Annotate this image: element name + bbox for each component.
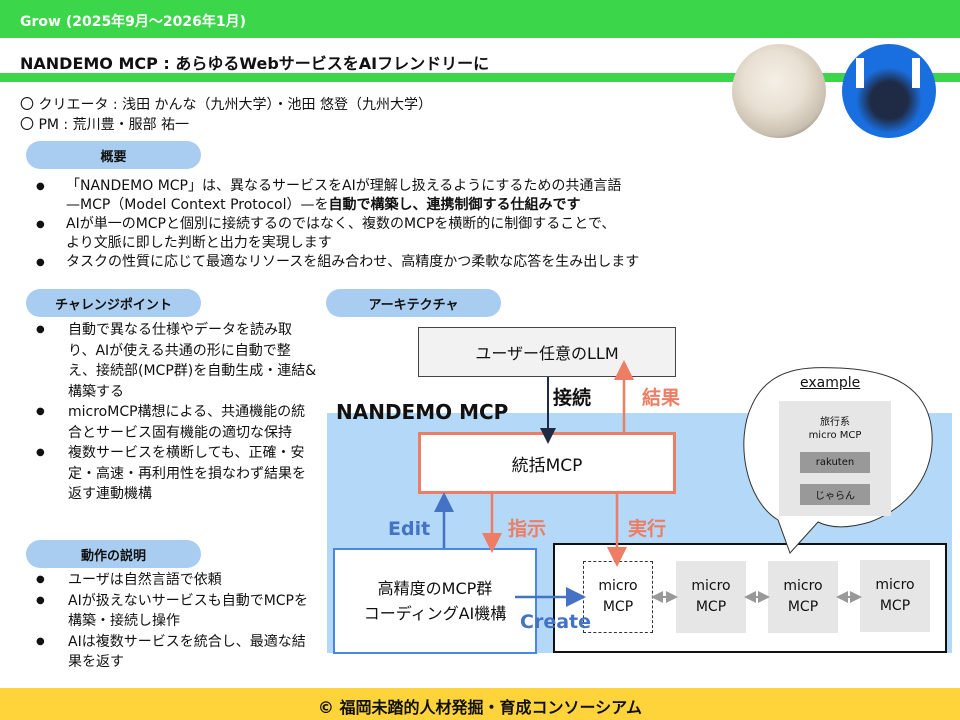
- operation-list: ユーザは自然言語で依頼 AIが扱えないサービスも自動でMCPを構築・接続し操作 …: [28, 570, 318, 673]
- section-architecture: アーキテクチャ: [326, 289, 501, 317]
- list-item: タスクの性質に応じて最適なリソースを組み合わせ、高精度かつ柔軟な応答を生み出しま…: [28, 253, 948, 272]
- service-rakuten: rakuten: [800, 452, 870, 473]
- footer: © 福岡未踏的人材発掘・育成コンソーシアム: [0, 688, 960, 720]
- result-label: 結果: [642, 387, 681, 409]
- page-title: NANDEMO MCP : あらゆるWebサービスをAIフレンドリーに: [20, 54, 490, 73]
- program-banner: Grow (2025年9月～2026年1月): [0, 0, 960, 38]
- instruct-label: 指示: [508, 518, 547, 540]
- overview-list: 「NANDEMO MCP」は、異なるサービスをAIが理解し扱えるようにするための…: [28, 177, 948, 272]
- divider: [0, 73, 960, 82]
- list-item: 自動で異なる仕様やデータを読み取り、AIが使える共通の形に自動で整え、接続部(M…: [28, 320, 318, 402]
- list-item: AIが扱えないサービスも自動でMCPを構築・接続し操作: [28, 591, 318, 632]
- section-operation: 動作の説明: [26, 540, 201, 568]
- section-challenge: チャレンジポイント: [26, 289, 201, 317]
- nandemo-label: NANDEMO MCP: [336, 400, 509, 424]
- creator-photo-2: [842, 44, 936, 138]
- hub-mcp-box: 統括MCP: [418, 432, 676, 494]
- llm-box: ユーザー任意のLLM: [418, 327, 676, 377]
- create-label: Create: [520, 611, 591, 633]
- section-overview: 概要: [26, 141, 201, 169]
- list-item: ユーザは自然言語で依頼: [28, 570, 318, 591]
- program-label: Grow (2025年9月～2026年1月): [20, 14, 247, 30]
- pm: 〇 PM : 荒川豊・服部 祐一: [20, 117, 190, 133]
- example-title: example: [800, 375, 861, 391]
- list-item: microMCP構想による、共通機能の統合とサービス固有機能の適切な保持: [28, 402, 318, 443]
- creator-photo-1: [732, 44, 826, 138]
- micro-mcp: micro MCP: [676, 561, 746, 633]
- edit-label: Edit: [388, 518, 431, 540]
- generator-box: 高精度のMCP群コーディングAI機構: [333, 548, 537, 654]
- list-item: AIは複数サービスを統合し、最適な結果を返す: [28, 632, 318, 673]
- service-jalan: じゃらん: [800, 484, 870, 505]
- list-item: 「NANDEMO MCP」は、異なるサービスをAIが理解し扱えるようにするための…: [28, 177, 948, 215]
- creators: 〇 クリエータ : 浅田 かんな（九州大学）・池田 悠登（九州大学）: [20, 97, 432, 113]
- execute-label: 実行: [628, 518, 667, 540]
- list-item: 複数サービスを横断しても、正確・安定・高速・再利用性を損なわず結果を返す連動機構: [28, 443, 318, 505]
- connect-label: 接続: [553, 387, 592, 409]
- micro-mcp: micro MCP: [768, 561, 838, 633]
- list-item: AIが単一のMCPと個別に接続するのではなく、複数のMCPを横断的に制御すること…: [28, 215, 948, 253]
- micro-mcp: micro MCP: [860, 560, 930, 632]
- challenge-list: 自動で異なる仕様やデータを読み取り、AIが使える共通の形に自動で整え、接続部(M…: [28, 320, 318, 505]
